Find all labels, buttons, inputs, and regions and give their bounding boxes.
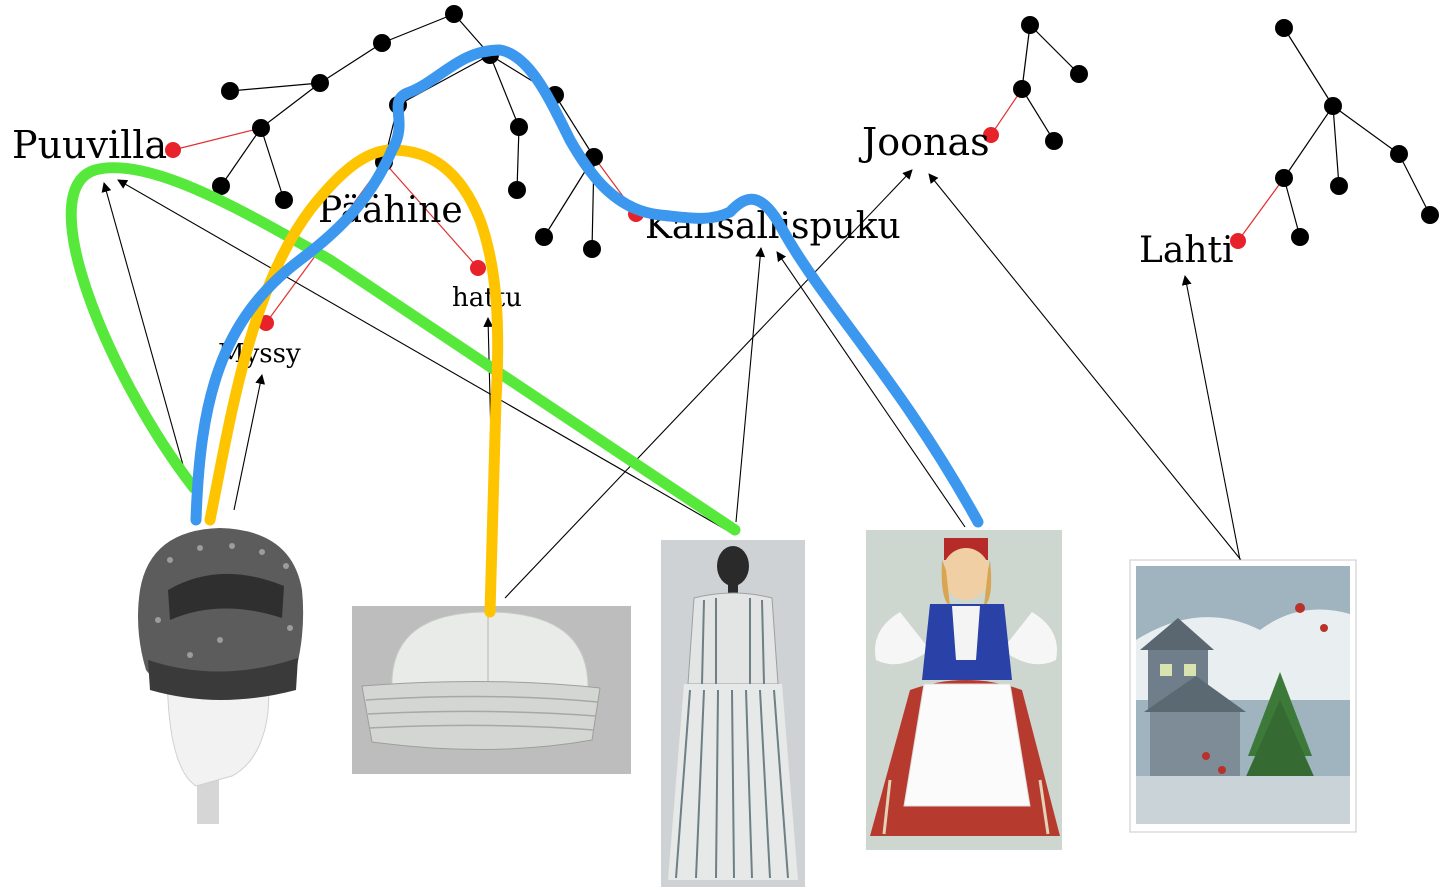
concept-edge-lahti [1237, 177, 1285, 242]
tree-node [311, 74, 329, 92]
taxonomy-nodes-joonas [1013, 16, 1088, 150]
arrow-hat-to-joonas [504, 169, 913, 599]
image-striped-dress[interactable] [661, 540, 805, 887]
concept-node-hattu [470, 260, 486, 276]
arrow-dress-to-puuvilla [117, 179, 731, 533]
tree-node [221, 82, 239, 100]
concept-label-joonas: Joonas [858, 120, 990, 164]
tree-node [1045, 132, 1063, 150]
tree-node [535, 228, 553, 246]
tree-node [275, 191, 293, 209]
tree-node [1275, 19, 1293, 37]
arrow-doll-to-kansallispuku [776, 251, 966, 528]
path-green [65, 162, 741, 536]
image-dark-cap[interactable] [132, 522, 312, 832]
tree-node [373, 34, 391, 52]
concept-label-lahti: Lahti [1139, 230, 1234, 271]
tree-node [1330, 177, 1348, 195]
annotation-arrows [101, 169, 1242, 601]
concept-node-puuvilla [165, 142, 181, 158]
taxonomy-nodes-lahti [1275, 19, 1439, 246]
arrow-card-to-lahti [1181, 275, 1241, 561]
tree-node [508, 181, 526, 199]
image-doll[interactable] [866, 530, 1062, 850]
taxonomy-tree-joonas [1021, 24, 1080, 142]
image-white-hat[interactable] [352, 606, 631, 774]
arrow-cap-to-myssy [233, 374, 266, 511]
concept-nodes-main [165, 142, 644, 331]
tree-node [1021, 16, 1039, 34]
tree-node [1421, 206, 1439, 224]
tree-node [1070, 65, 1088, 83]
path-blue [190, 44, 984, 528]
tree-node [1390, 145, 1408, 163]
tree-node [583, 240, 601, 258]
concept-node-joonas [983, 127, 999, 143]
concept-node-lahti [1230, 233, 1246, 249]
tree-node [510, 118, 528, 136]
taxonomy-tree-lahti [1283, 27, 1431, 238]
arrow-dress-to-kansallispuku [735, 247, 766, 523]
concept-label-puuvilla: Puuvilla [12, 123, 167, 167]
tree-node [1291, 228, 1309, 246]
tree-node [212, 177, 230, 195]
tree-node [1275, 169, 1293, 187]
tree-node [1324, 97, 1342, 115]
tree-node [252, 119, 270, 137]
tree-node [445, 5, 463, 23]
image-christmas-card[interactable] [1129, 559, 1357, 833]
taxonomy-nodes-main [212, 5, 603, 258]
concept-edge-joonas [990, 88, 1023, 136]
taxonomy-tree-main [220, 13, 595, 250]
concept-label-hattu: hattu [452, 283, 522, 313]
tree-node [1013, 80, 1031, 98]
arrow-card-to-joonas [928, 173, 1242, 561]
arrow-cap-to-puuvilla [101, 182, 191, 491]
